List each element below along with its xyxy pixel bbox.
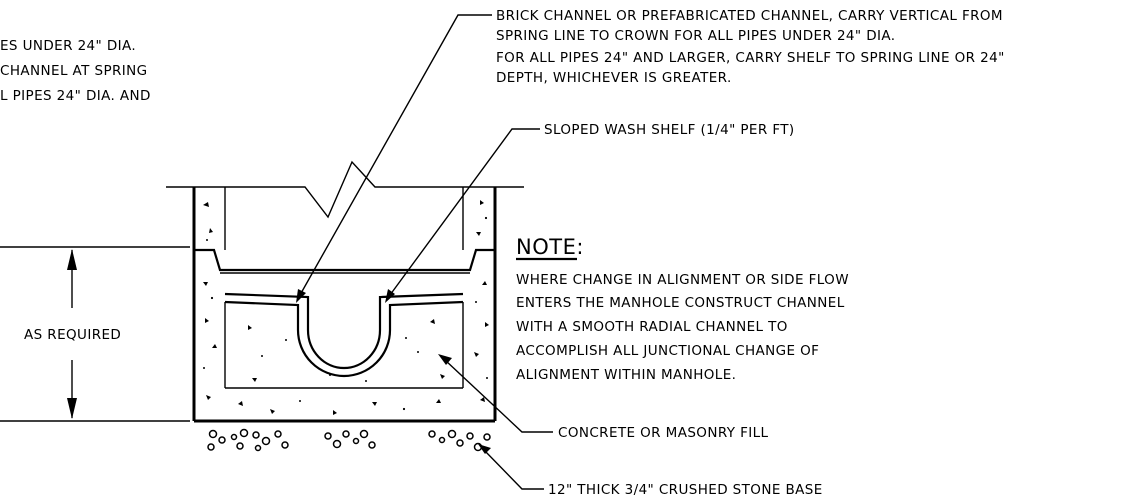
note-line-1: WHERE CHANGE IN ALIGNMENT OR SIDE FLOW [516, 272, 849, 288]
dimension-label: AS REQUIRED [24, 327, 121, 343]
brick-channel-leader-line [299, 14, 492, 296]
bench-top-line [194, 248, 495, 272]
dimension-arrow-up [67, 249, 77, 270]
manhole-section [166, 160, 524, 452]
wash-shelf-callout: SLOPED WASH SHELF (1/4" PER FT) [385, 122, 795, 303]
stone-base-callout: 12" THICK 3/4" CRUSHED STONE BASE [478, 444, 823, 498]
partial-note-line-3: L PIPES 24" DIA. AND [0, 88, 151, 104]
stone-base-label: 12" THICK 3/4" CRUSHED STONE BASE [548, 482, 823, 498]
crushed-stone-pattern [207, 428, 491, 452]
brick-channel-line-4: DEPTH, WHICHEVER IS GREATER. [496, 70, 732, 86]
stone-base-leader-line [483, 449, 544, 490]
brick-channel-line-3: FOR ALL PIPES 24" AND LARGER, CARRY SHEL… [496, 50, 1005, 66]
note-title: NOTE: [516, 235, 584, 259]
wash-shelf-outer [224, 292, 464, 370]
partial-note-top-left: ES UNDER 24" DIA. CHANNEL AT SPRING L PI… [0, 38, 151, 104]
partial-note-line-1: ES UNDER 24" DIA. [0, 38, 136, 54]
note-line-2: ENTERS THE MANHOLE CONSTRUCT CHANNEL [516, 295, 845, 311]
brick-channel-line-2: SPRING LINE TO CROWN FOR ALL PIPES UNDER… [496, 28, 896, 44]
note-line-5: ALIGNMENT WITHIN MANHOLE. [516, 367, 736, 383]
brick-channel-line-1: BRICK CHANNEL OR PREFABRICATED CHANNEL, … [496, 8, 1003, 24]
wash-shelf-label: SLOPED WASH SHELF (1/4" PER FT) [544, 122, 795, 138]
concrete-fill-leader-line [444, 359, 553, 433]
note-line-3: WITH A SMOOTH RADIAL CHANNEL TO [516, 319, 788, 335]
brick-channel-callout: BRICK CHANNEL OR PREFABRICATED CHANNEL, … [296, 8, 1005, 303]
concrete-fill-leader-arrowhead [438, 354, 452, 365]
dimension-arrow-down [67, 398, 77, 419]
concrete-fill-label: CONCRETE OR MASONRY FILL [558, 425, 769, 441]
note-block: NOTE: WHERE CHANGE IN ALIGNMENT OR SIDE … [516, 235, 849, 383]
concrete-stipple-pattern [203, 200, 489, 415]
top-break-line [166, 160, 524, 219]
concrete-fill-callout: CONCRETE OR MASONRY FILL [438, 354, 769, 441]
dimension-as-required: AS REQUIRED [0, 246, 190, 422]
wash-shelf-leader-line [389, 128, 540, 296]
note-line-4: ACCOMPLISH ALL JUNCTIONAL CHANGE OF [516, 343, 819, 359]
partial-note-line-2: CHANNEL AT SPRING [0, 63, 148, 79]
wash-shelf-inner [224, 300, 464, 378]
